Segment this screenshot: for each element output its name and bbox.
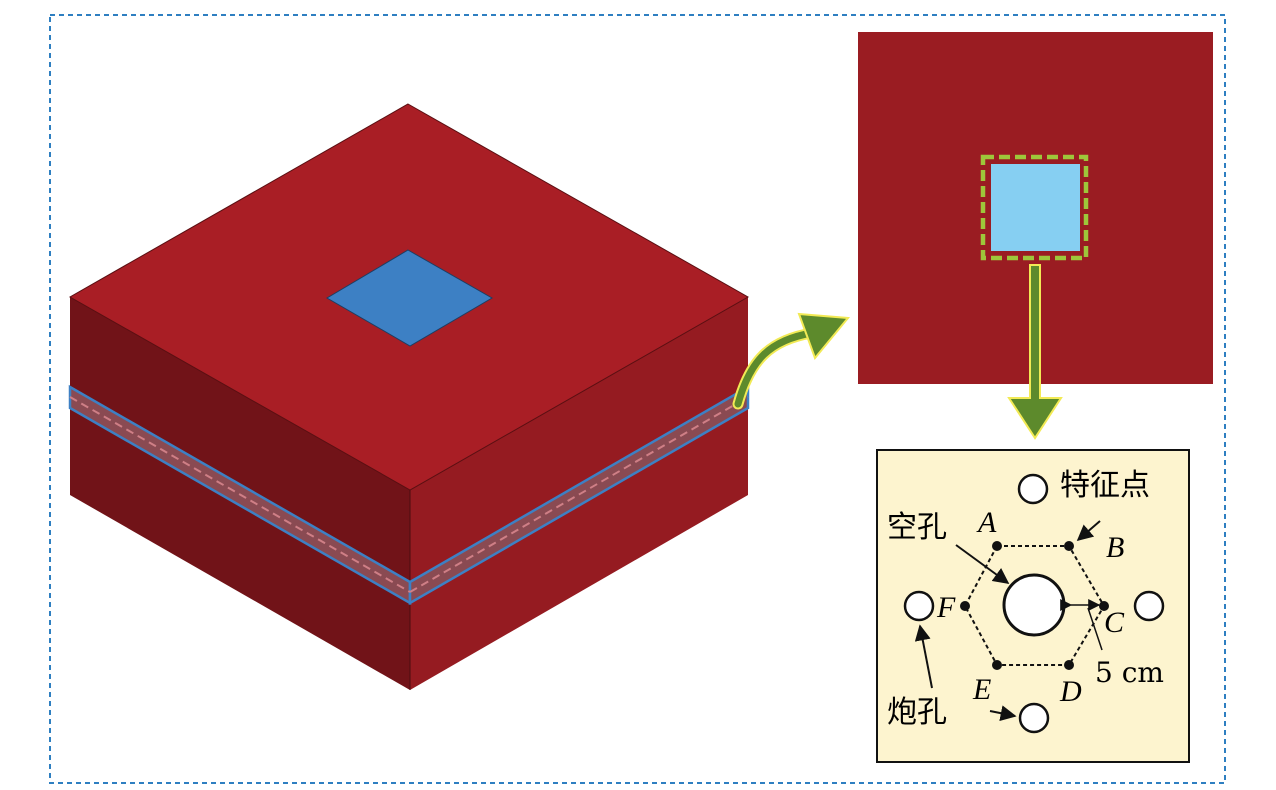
blast-hole-top <box>1017 473 1049 505</box>
pointer-arrow-empty-hole <box>955 544 1010 584</box>
blast-hole-left <box>903 590 935 622</box>
spacing-leader-line <box>1087 607 1103 651</box>
label-e: E <box>972 673 991 706</box>
slice-dash-right <box>409 396 749 593</box>
outer-dashed-frame <box>49 14 1226 784</box>
slice-band-right <box>408 384 750 606</box>
plan-hole <box>991 164 1080 251</box>
feature-point-e <box>992 660 1002 670</box>
label-f: F <box>936 591 956 624</box>
label-b: B <box>1106 531 1124 564</box>
label-blast-hole: 炮孔 <box>887 695 947 730</box>
feature-point-c <box>1099 601 1109 611</box>
slice-dash-left <box>69 396 411 593</box>
blast-hole-right <box>1133 590 1165 622</box>
feature-point-b <box>1064 541 1074 551</box>
label-empty-hole: 空孔 <box>887 510 947 545</box>
plan-highlight-box <box>980 154 1089 261</box>
feature-point-f <box>960 601 970 611</box>
blast-hole-bottom <box>1018 702 1050 734</box>
pointer-arrow-blast-hole-bottom <box>989 705 1017 722</box>
label-a: A <box>976 506 997 539</box>
empty-hole-circle <box>1002 573 1066 637</box>
rock-block-3d <box>68 103 750 690</box>
label-spacing: 5 cm <box>1095 656 1164 689</box>
feature-point-a <box>992 541 1002 551</box>
pointer-arrow-b <box>1076 520 1101 542</box>
down-arrow-icon <box>1007 264 1063 440</box>
pointer-arrow-blast-hole-left <box>914 624 933 689</box>
hole-layout-detail: 特征点 空孔 炮孔 5 cm A B C D E F <box>876 449 1190 763</box>
label-feature-point: 特征点 <box>1060 468 1150 503</box>
feature-point-d <box>1064 660 1074 670</box>
top-square-hole <box>326 249 493 347</box>
curved-arrow-icon <box>732 312 850 410</box>
label-c: C <box>1104 606 1125 639</box>
label-d: D <box>1059 675 1082 708</box>
